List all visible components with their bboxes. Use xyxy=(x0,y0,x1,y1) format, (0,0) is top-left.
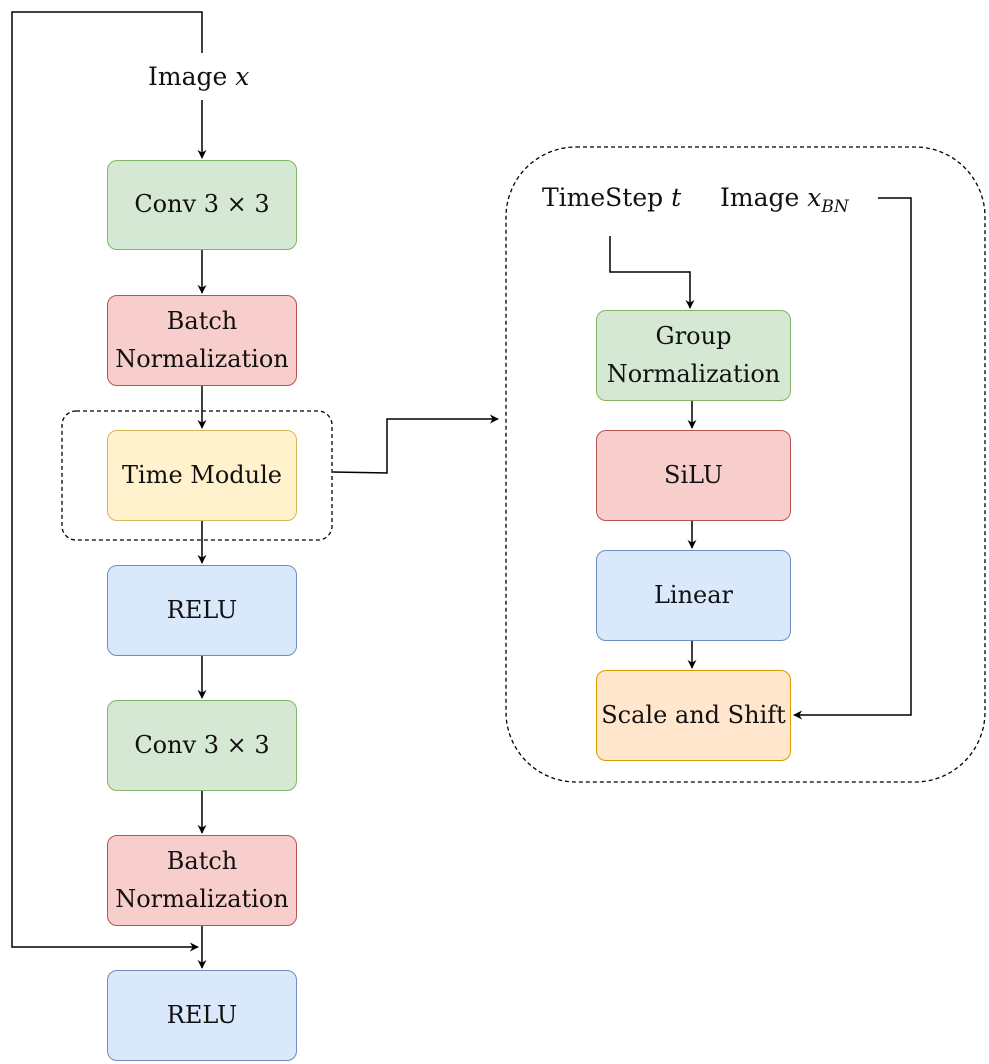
image-bn-label: Image xBN xyxy=(720,183,849,217)
relu-block-2: RELU xyxy=(107,970,297,1061)
conv-block-2-label: Conv 3 × 3 xyxy=(134,730,270,759)
relu-block-1: RELU xyxy=(107,565,297,656)
scale-shift-block: Scale and Shift xyxy=(596,670,791,761)
scale-shift-label: Scale and Shift xyxy=(601,700,786,729)
batch-norm-block-2: Batch Normalization xyxy=(107,835,297,926)
image-bn-subscript: BN xyxy=(821,197,849,217)
conv-block-2: Conv 3 × 3 xyxy=(107,700,297,791)
image-bn-variable: x xyxy=(807,183,822,212)
batch-norm-block-1: Batch Normalization xyxy=(107,295,297,386)
imagebn-to-scaleshift-arrow xyxy=(793,197,912,720)
relu-block-1-label: RELU xyxy=(166,595,238,624)
batch-norm-2-line2: Normalization xyxy=(115,884,289,913)
time-module-detail-outline xyxy=(505,146,986,783)
input-image-text: Image xyxy=(148,62,236,91)
silu-label: SiLU xyxy=(664,460,723,489)
image-bn-text: Image xyxy=(720,183,808,212)
timestep-label: TimeStep t xyxy=(542,183,681,212)
skip-connection-arrow xyxy=(11,11,203,952)
conv-block-1: Conv 3 × 3 xyxy=(107,160,297,250)
input-image-variable: x xyxy=(235,62,250,91)
timestep-variable: t xyxy=(671,183,682,212)
relu-block-2-label: RELU xyxy=(166,1000,238,1029)
batch-norm-1-line1: Batch xyxy=(166,307,238,336)
silu-block: SiLU xyxy=(596,430,791,521)
group-norm-line2: Normalization xyxy=(606,359,781,388)
linear-label: Linear xyxy=(653,580,734,609)
timestep-text: TimeStep xyxy=(542,183,672,212)
group-norm-block: Group Normalization xyxy=(596,310,791,401)
conv-block-1-label: Conv 3 × 3 xyxy=(134,190,270,219)
timestep-to-groupnorm-arrow xyxy=(609,236,695,309)
batch-norm-1-line2: Normalization xyxy=(115,344,289,373)
time-module-block: Time Module xyxy=(107,430,297,521)
linear-block: Linear xyxy=(596,550,791,641)
time-module-label: Time Module xyxy=(122,460,282,489)
input-image-label: Image x xyxy=(148,62,249,91)
group-norm-line1: Group xyxy=(655,322,732,351)
batch-norm-2-line1: Batch xyxy=(166,847,238,876)
time-module-group-outline xyxy=(61,410,333,541)
expand-detail-arrow xyxy=(332,414,499,474)
